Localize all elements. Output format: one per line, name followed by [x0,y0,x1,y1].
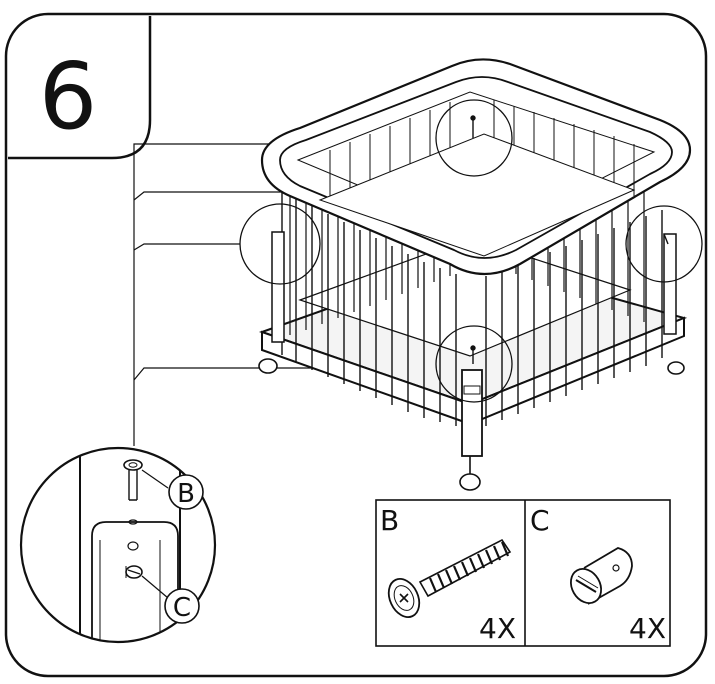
part-c-label: C [530,504,550,537]
corner-post-right [663,233,677,335]
callout-c-label: C [173,593,191,623]
magnifier-front [435,325,513,403]
instruction-frame [4,12,708,678]
corner-post-left [271,231,285,343]
caster-wheels [258,358,685,491]
part-b-label: B [380,504,399,537]
callout-b-label: B [177,479,195,509]
callout-b-circle [168,474,204,510]
detail-view: B C [19,446,217,644]
step-number-box [8,16,152,160]
step-number: 6 [39,43,98,150]
corner-post-front [461,369,483,457]
playpen-illustration [239,58,703,491]
magnifier-left [239,203,321,285]
barrel-nut-icon [570,547,633,605]
parts-legend: B 4X C 4X [375,499,671,647]
bolt-icon [387,538,512,618]
part-c-quantity: 4X [629,612,666,645]
callout-c-circle [164,588,200,624]
magnifier-right [625,205,703,283]
magnifier-top [435,99,513,177]
part-b-quantity: 4X [479,612,516,645]
